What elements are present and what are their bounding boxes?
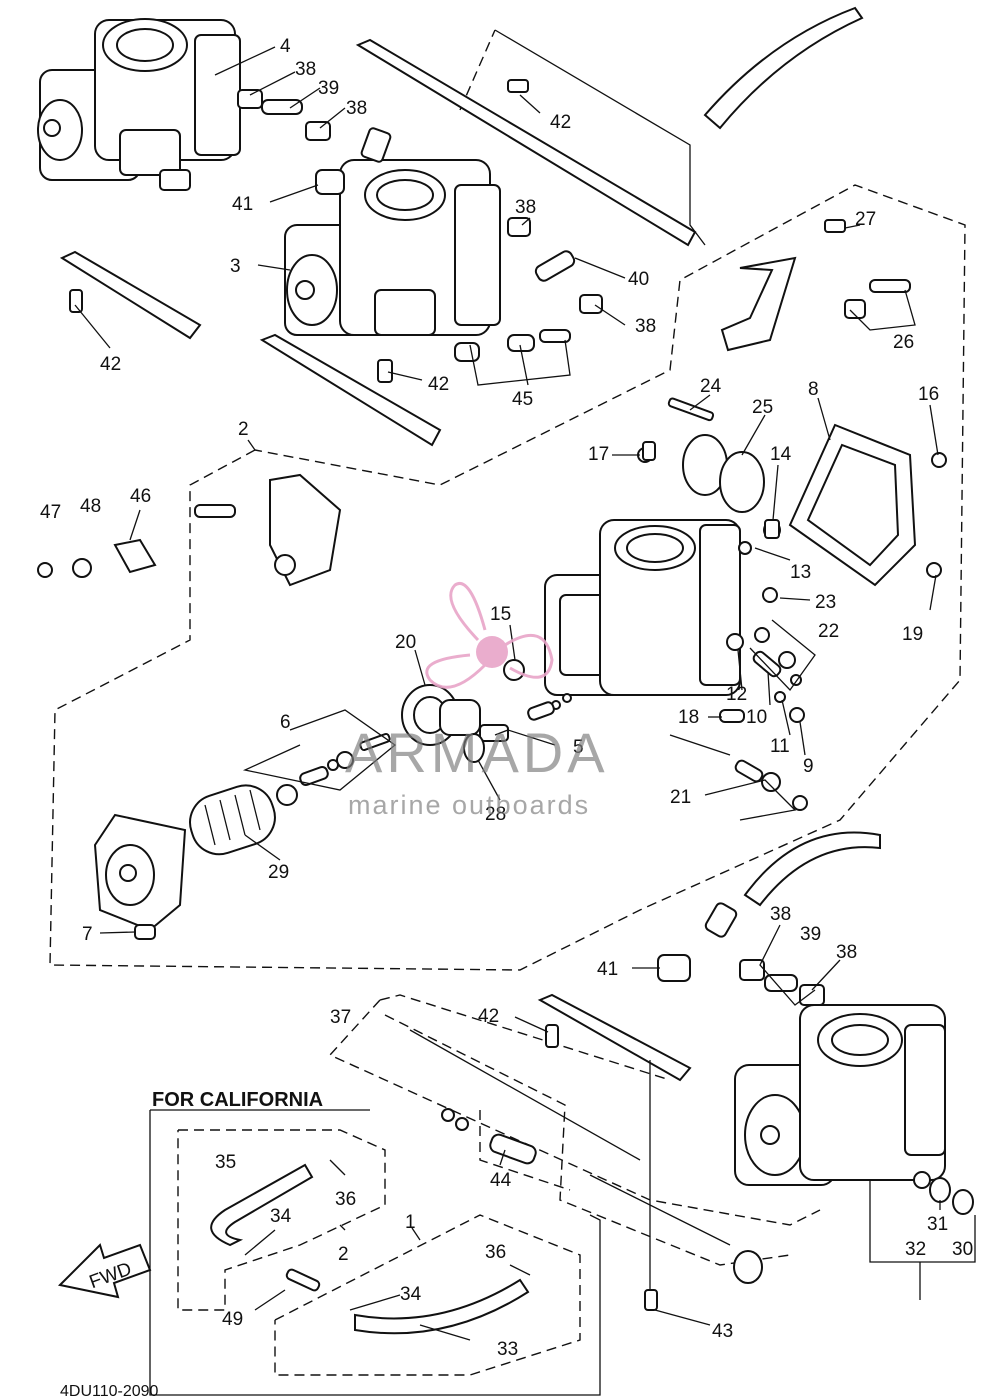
- hose-mid: [743, 831, 881, 907]
- callout-21: 21: [670, 787, 691, 808]
- parts: FWD: [37, 6, 974, 1335]
- hose-33: [354, 1278, 530, 1335]
- callout-12: 12: [726, 684, 747, 705]
- callout-45: 45: [512, 389, 533, 410]
- watermark: ARMADA marine outboards: [345, 582, 609, 820]
- callout-46: 46: [130, 486, 151, 507]
- bracket-assembly: [269, 473, 342, 587]
- callout-39: 39: [800, 924, 821, 945]
- callout-2: 2: [238, 419, 249, 440]
- callout-8: 8: [808, 379, 819, 400]
- callout-41: 41: [232, 194, 253, 215]
- callout-39: 39: [318, 78, 339, 99]
- callout-11: 11: [770, 736, 790, 757]
- callout-19: 19: [902, 624, 923, 645]
- callout-34: 34: [400, 1284, 422, 1305]
- callout-23: 23: [815, 592, 836, 613]
- callout-38: 38: [770, 904, 791, 925]
- link-plate-left: [59, 250, 202, 340]
- knob: [733, 1250, 763, 1284]
- carburetor-1: [734, 1004, 946, 1186]
- callout-26: 26: [893, 332, 914, 353]
- callout-42: 42: [550, 112, 571, 133]
- hose-top: [703, 6, 864, 130]
- callout-37: 37: [330, 1007, 351, 1028]
- callout-17: 17: [588, 444, 609, 465]
- callout-44: 44: [490, 1170, 512, 1191]
- callout-15: 15: [490, 604, 511, 625]
- callout-7: 7: [82, 924, 93, 945]
- piston-20: [401, 684, 481, 746]
- callout-18: 18: [678, 707, 699, 728]
- chamber-cover-7: [93, 813, 187, 932]
- link-plate-top: [355, 38, 697, 247]
- callout-47: 47: [40, 502, 61, 523]
- top-cover-8: [788, 423, 917, 587]
- callout-29: 29: [268, 862, 289, 883]
- callout-36: 36: [335, 1189, 356, 1210]
- hose-35: [210, 1163, 314, 1247]
- callout-35: 35: [215, 1152, 236, 1173]
- callout-36: 36: [485, 1242, 506, 1263]
- callout-30: 30: [952, 1239, 973, 1260]
- callout-38: 38: [836, 942, 857, 963]
- callout-16: 16: [918, 384, 939, 405]
- leader-lines: [74, 46, 976, 1341]
- watermark-tagline: marine outboards: [348, 790, 590, 820]
- california-title: FOR CALIFORNIA: [152, 1089, 323, 1111]
- callout-42: 42: [100, 354, 121, 375]
- callout-6: 6: [280, 712, 291, 733]
- callout-13: 13: [790, 562, 811, 583]
- callout-10: 10: [746, 707, 767, 728]
- watermark-logo: [425, 582, 554, 689]
- carburetor-4: [37, 18, 241, 191]
- callout-49: 49: [222, 1309, 243, 1330]
- callout-42: 42: [428, 374, 449, 395]
- watermark-brand: ARMADA: [345, 721, 609, 784]
- carburetor-3: [284, 159, 501, 336]
- callout-labels: 4 38 39 38 42 41 38 3 40 38 42 42 45 27 …: [40, 36, 973, 1360]
- carburetor-center: [544, 519, 741, 696]
- callout-20: 20: [395, 632, 416, 653]
- callout-1: 1: [405, 1212, 416, 1233]
- callout-4: 4: [280, 36, 291, 57]
- callout-38: 38: [346, 98, 367, 119]
- callout-38: 38: [295, 59, 316, 80]
- link-plate-mid: [259, 333, 442, 447]
- callout-43: 43: [712, 1321, 733, 1342]
- callout-2: 2: [338, 1244, 349, 1265]
- fwd-arrow: FWD: [57, 1243, 152, 1299]
- callout-3: 3: [230, 256, 241, 277]
- spring-29: [189, 784, 276, 856]
- callout-34: 34: [270, 1206, 292, 1227]
- callout-9: 9: [803, 756, 814, 777]
- shaft-upper: [409, 1029, 641, 1161]
- callout-38: 38: [635, 316, 656, 337]
- callout-40: 40: [628, 269, 649, 290]
- callout-25: 25: [752, 397, 773, 418]
- callout-14: 14: [770, 444, 792, 465]
- callout-42: 42: [478, 1006, 499, 1027]
- callout-38: 38: [515, 197, 536, 218]
- small-parts: [37, 79, 974, 1311]
- callout-28: 28: [485, 804, 506, 825]
- callout-41: 41: [597, 959, 618, 980]
- diagram-code: 4DU110-2090: [60, 1383, 159, 1399]
- callout-5: 5: [573, 737, 584, 758]
- callout-32: 32: [905, 1239, 926, 1260]
- callout-27: 27: [855, 209, 876, 230]
- callout-33: 33: [497, 1339, 518, 1360]
- callout-31: 31: [927, 1214, 948, 1235]
- callout-48: 48: [80, 496, 101, 517]
- callout-22: 22: [818, 621, 839, 642]
- link-plate-bottom: [537, 993, 692, 1082]
- callout-24: 24: [700, 376, 722, 397]
- shaft-lower: [589, 1174, 731, 1246]
